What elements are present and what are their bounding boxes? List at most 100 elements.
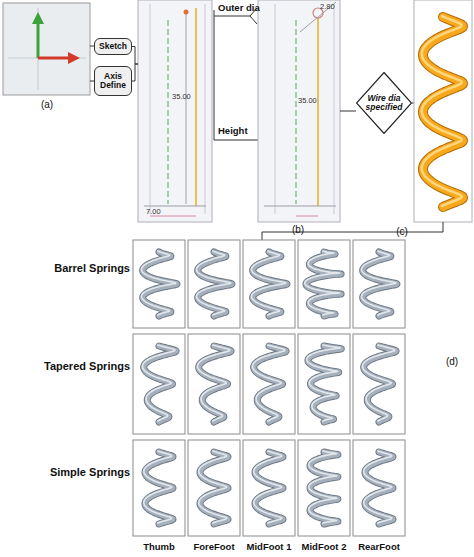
spring-model-panel	[414, 0, 472, 222]
spring-highlight	[254, 451, 282, 523]
spring-model	[364, 451, 393, 524]
sketch-line	[275, 4, 276, 214]
helical-spring-model	[422, 16, 463, 207]
node-label: Sketch	[99, 42, 127, 51]
spring-highlight	[362, 345, 394, 421]
y-axis-arrowhead	[32, 12, 44, 24]
spring-cell	[133, 240, 185, 328]
spring-model	[142, 345, 176, 422]
centre-line	[168, 20, 169, 204]
spring-body	[310, 452, 338, 524]
spring-cell	[298, 440, 350, 536]
spring-highlight	[197, 345, 229, 421]
process-box: Axis Define	[94, 66, 132, 96]
spring-highlight	[144, 451, 172, 523]
connector-line	[132, 64, 138, 81]
spring-cell	[188, 440, 240, 536]
column-label: RearFoot	[358, 542, 400, 552]
spring-model	[199, 451, 228, 524]
spring-cell	[188, 334, 240, 434]
cad-sketch-panel	[138, 0, 212, 222]
dimension-value: 7.00	[146, 207, 161, 216]
spring-highlight	[309, 451, 337, 523]
sketch-panel: 2.80 35.00	[258, 0, 340, 222]
x-axis-arrow	[38, 57, 70, 60]
sketch-line	[150, 4, 151, 214]
spring-cell	[133, 334, 185, 434]
spring-cell	[243, 334, 295, 434]
dimension-line	[186, 12, 187, 204]
sketch-line	[334, 4, 335, 214]
spring-cell	[353, 334, 405, 434]
decision-diamond: Wire dia specified	[356, 72, 412, 134]
spring-highlight	[361, 251, 395, 315]
row-label: Tapered Springs	[44, 360, 130, 372]
spring-cell	[133, 440, 185, 536]
spring-model	[141, 251, 177, 316]
dimension-label: Outer dia	[218, 3, 260, 13]
column-label: MidFoot 1	[247, 542, 292, 552]
dimension-label: Height	[218, 126, 248, 136]
row-label: Simple Springs	[50, 466, 130, 478]
sketch-line	[205, 4, 206, 214]
spring-model	[252, 345, 286, 422]
sketch-line	[144, 206, 206, 207]
spring-model	[362, 345, 396, 422]
spring-model	[307, 345, 342, 422]
column-label: ForeFoot	[193, 542, 234, 552]
spring-model	[254, 451, 283, 524]
spring-highlight	[364, 451, 392, 523]
profile-line	[317, 18, 319, 206]
leader-line	[214, 10, 215, 140]
spring-model	[361, 251, 397, 316]
panel-label: (a)	[41, 99, 53, 110]
node-label: Axis Define	[96, 72, 130, 90]
spring-highlight	[142, 345, 174, 421]
cad-sketch-panel	[258, 0, 340, 222]
spring-highlight	[252, 345, 284, 421]
spring-cell	[353, 240, 405, 328]
spring-model	[309, 451, 338, 524]
spring-outline	[310, 452, 338, 524]
column-label: Thumb	[143, 542, 175, 552]
dimension-value: 2.80	[320, 2, 335, 11]
process-box: Sketch	[94, 38, 132, 55]
dimension-value: 35.00	[298, 96, 317, 105]
spring-highlight	[196, 251, 230, 315]
sketch-panel	[3, 3, 90, 95]
spring-model	[196, 251, 232, 316]
spring-grid	[133, 240, 405, 536]
x-axis-arrowhead	[68, 52, 80, 64]
spring-highlight	[251, 251, 285, 315]
spring-highlight	[422, 16, 462, 206]
spring-cell	[243, 240, 295, 328]
spring-cell	[243, 440, 295, 536]
row-label: Barrel Springs	[54, 262, 130, 274]
node-label: Wire dia specified	[364, 94, 404, 112]
spring-cell	[298, 334, 350, 434]
spring-cell	[353, 440, 405, 536]
centre-line	[296, 20, 297, 204]
spring-highlight	[141, 251, 175, 315]
connector-line	[132, 47, 138, 65]
connector-line	[340, 111, 356, 112]
dimension-value: 35.00	[172, 92, 191, 101]
spring-highlight	[305, 251, 340, 315]
diamond-shape	[357, 73, 412, 134]
spring-cell	[298, 240, 350, 328]
dimension-line	[300, 2, 336, 32]
spring-model	[197, 345, 231, 422]
y-axis-arrow	[37, 22, 40, 58]
sketch-point	[184, 10, 189, 15]
spring-outline	[308, 346, 341, 422]
leader-line	[214, 140, 258, 141]
sketch-panel: 35.00 7.00	[138, 0, 212, 222]
leader-line	[214, 16, 250, 17]
spring-cell	[188, 240, 240, 328]
spring-body	[308, 346, 341, 422]
panel-label: (d)	[446, 356, 458, 367]
spring-highlight	[199, 451, 227, 523]
profile-line	[195, 8, 197, 206]
spring-model	[251, 251, 287, 316]
